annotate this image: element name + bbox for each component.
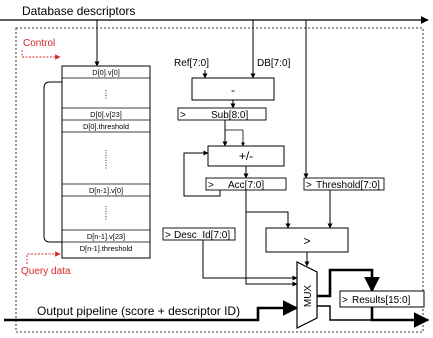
desc-id-to-mux-line xyxy=(202,240,298,281)
results-register-label: Results[15:0] xyxy=(352,295,411,306)
sub-register xyxy=(177,107,267,121)
memory-feedback-loop xyxy=(43,81,62,243)
mux-label: MUX xyxy=(303,285,314,308)
results-feedback-line xyxy=(317,305,372,321)
control-annotation: Control xyxy=(23,38,55,49)
database-descriptors-title: Database descriptors xyxy=(22,4,135,18)
ref-input-label: Ref[7:0] xyxy=(174,58,209,69)
desc-id-register-label: Desc_Id[7:0] xyxy=(174,230,230,241)
comparator-op: > xyxy=(303,234,310,248)
control-annotation-arrow xyxy=(21,50,61,60)
addsub-op: +/- xyxy=(239,149,253,163)
sub-register-label: Sub[8:0] xyxy=(211,110,248,121)
acc-feedback-line xyxy=(183,150,221,197)
desc-id-register xyxy=(162,227,236,241)
memory-row-dn1-v0: D[n-1].v[0] xyxy=(89,186,123,195)
results-register-marker: > xyxy=(342,295,348,306)
results-register xyxy=(339,290,425,308)
hardware-boundary xyxy=(15,27,424,333)
output-pipeline-label: Output pipeline (score + descriptor ID) xyxy=(37,304,240,318)
mux-block xyxy=(296,261,318,329)
query-data-annotation: Query data xyxy=(21,266,71,277)
db-input-label: DB[7:0] xyxy=(257,58,291,69)
query-data-annotation-arrow xyxy=(26,251,61,264)
sub-register-marker: > xyxy=(180,110,186,121)
acc-register-label: Acc[7:0] xyxy=(228,180,264,191)
memory-row-d0-v0: D[0].v[0] xyxy=(92,68,120,77)
memory-row-dn1-v23: D[n-1].v[23] xyxy=(87,232,125,241)
threshold-register xyxy=(303,177,385,191)
threshold-register-marker: > xyxy=(306,180,312,191)
results-output-line xyxy=(370,307,430,328)
threshold-register-label: Threshold[7:0] xyxy=(316,180,380,191)
pipeline-to-mux-line xyxy=(4,300,299,322)
acc-to-compare-line xyxy=(245,190,291,229)
memory-row-dn1-threshold: D[n-1].threshold xyxy=(80,244,133,253)
desc-id-register-marker: > xyxy=(165,230,171,241)
memory-row-d0-threshold: D[0].threshold xyxy=(83,122,129,131)
subtractor-op: - xyxy=(231,83,235,97)
acc-to-mux-line xyxy=(245,212,298,287)
descriptor-memory: D[0].v[0] D[0].v[23] D[0].threshold D[n-… xyxy=(61,65,151,259)
comparator-block xyxy=(265,227,349,253)
acc-register-marker: > xyxy=(208,180,214,191)
memory-row-d0-v23: D[0].v[23] xyxy=(90,110,122,119)
mux-to-results-line xyxy=(317,268,380,298)
